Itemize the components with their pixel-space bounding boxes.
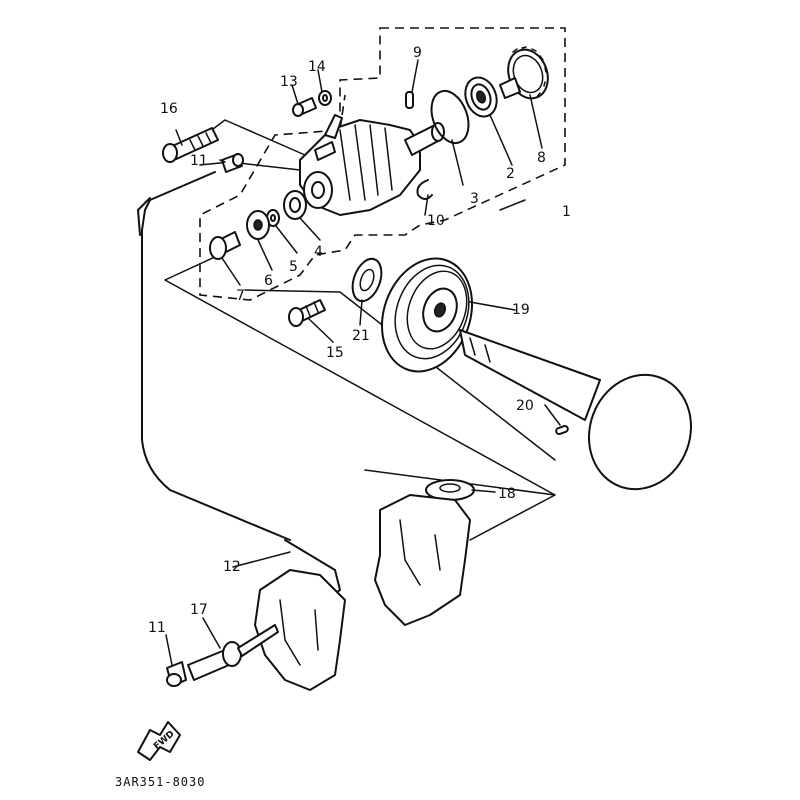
sleeve-11-top: [221, 153, 244, 173]
bolt-15: [288, 299, 326, 327]
label-18: 18: [498, 486, 516, 502]
pin-20: [555, 424, 569, 436]
label-8: 8: [537, 150, 546, 166]
washer-21: [351, 257, 383, 303]
label-16: 16: [160, 101, 178, 117]
label-6: 6: [264, 273, 273, 289]
label-11-bottom: 11: [148, 620, 166, 636]
gear-8: [499, 46, 549, 100]
label-14: 14: [308, 59, 326, 75]
label-11-top: 11: [190, 153, 208, 169]
bearing-2: [464, 76, 498, 118]
circlip-10: [416, 179, 433, 200]
nut-6: [246, 210, 270, 240]
shaft-assembly: [459, 329, 693, 491]
fitting-17: [187, 624, 279, 681]
crankcase-lower: [254, 569, 346, 691]
o-ring-3: [430, 89, 470, 145]
pulley-19: [380, 257, 474, 373]
label-1: 1: [562, 204, 571, 220]
bolt-16: [162, 127, 219, 163]
label-15: 15: [326, 345, 344, 361]
drawing-code: 3AR351-8030: [115, 775, 205, 789]
label-17: 17: [190, 602, 208, 618]
label-4: 4: [314, 244, 323, 260]
oil-pump-body: [299, 114, 445, 216]
fwd-arrow-icon: FWD: [137, 721, 181, 761]
sleeve-11-bottom: [166, 661, 187, 687]
label-13: 13: [280, 74, 298, 90]
hose-bend-top: [137, 197, 151, 236]
label-5: 5: [289, 259, 298, 275]
label-7: 7: [236, 288, 245, 304]
label-20: 20: [516, 398, 534, 414]
washer-14: [318, 90, 332, 106]
hose-line: [141, 171, 291, 541]
bolt-13: [292, 97, 317, 117]
pin-9: [405, 91, 414, 109]
label-2: 2: [506, 166, 515, 182]
label-10: 10: [427, 213, 445, 229]
label-9: 9: [413, 45, 422, 61]
label-3: 3: [470, 191, 479, 207]
label-12: 12: [223, 559, 241, 575]
label-21: 21: [352, 328, 370, 344]
seal-4: [283, 190, 307, 220]
assembly-boundary: [199, 27, 566, 301]
plug-7: [209, 231, 241, 260]
label-leaders: [165, 59, 561, 666]
label-19: 19: [512, 302, 530, 318]
crankcase-upper: [374, 494, 471, 626]
